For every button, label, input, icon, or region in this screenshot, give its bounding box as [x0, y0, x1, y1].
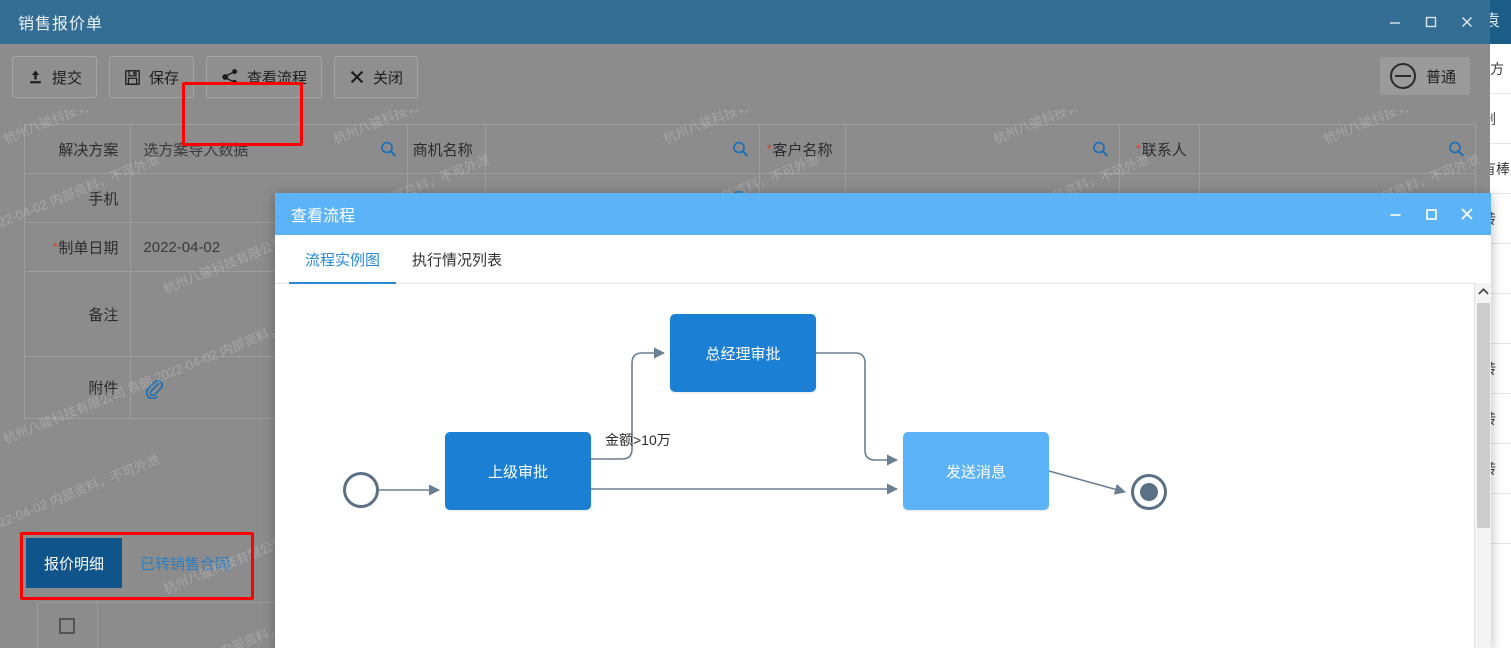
close-x-icon	[349, 69, 365, 85]
form-label-text: 联系人	[1141, 141, 1187, 159]
upload-icon	[27, 69, 44, 86]
flow-edge-label: 金额>10万	[605, 432, 671, 448]
paperclip-icon[interactable]	[143, 377, 165, 399]
flow-node-label: 发送消息	[945, 463, 1006, 481]
submit-button-label: 提交	[52, 69, 83, 87]
background-row	[1480, 494, 1511, 544]
flow-edge	[591, 347, 666, 460]
form-label-客户名称: *客户名称	[759, 125, 846, 174]
tab-quote-detail[interactable]: 报价明细	[26, 538, 123, 588]
form-label-商机名称: 商机名称	[407, 125, 486, 174]
form-label-手机: 手机	[25, 174, 132, 223]
form-label-text: 商机名称	[412, 141, 473, 159]
search-icon[interactable]	[1448, 141, 1465, 158]
form-label-解决方案: 解决方案	[25, 125, 132, 174]
tab-converted-contract-label: 已转销售合同	[140, 555, 231, 573]
flow-end-node-fill	[1138, 481, 1160, 503]
flow-start-node[interactable]	[343, 472, 379, 508]
watermark-text: 杭州八骏科技有限公司 袁朗 2022-04-02 内部资料，不可外泄	[0, 299, 2, 448]
tab-flow-instance-diagram[interactable]: 流程实例图	[289, 235, 397, 284]
detail-tabs: 报价明细 已转销售合同	[26, 538, 248, 588]
save-button-label: 保存	[149, 69, 180, 87]
share-nodes-icon	[221, 68, 239, 86]
flow-edge	[1048, 470, 1127, 495]
close-button-label: 关闭	[373, 69, 404, 87]
view-flow-button[interactable]: 查看流程	[206, 56, 323, 98]
search-icon[interactable]	[732, 141, 749, 158]
form-label-联系人: *联系人	[1119, 125, 1200, 174]
maximize-icon[interactable]	[1415, 199, 1447, 229]
select-all-checkbox[interactable]	[59, 617, 76, 634]
form-row: 解决方案选方案导入数据商机名称*客户名称*联系人	[25, 125, 1476, 174]
flow-node-label: 总经理审批	[705, 345, 781, 363]
required-marker: *	[52, 240, 58, 254]
form-label-附件: 附件	[25, 357, 132, 419]
minimize-icon[interactable]	[1379, 199, 1411, 229]
close-button[interactable]: 关闭	[334, 56, 419, 98]
flow-scrollbar[interactable]	[1474, 283, 1491, 648]
flow-node-n1[interactable]: 上级审批	[445, 432, 591, 510]
flow-edge	[816, 352, 899, 466]
search-icon[interactable]	[380, 141, 397, 158]
main-toolbar: 提交 保存	[0, 44, 1490, 146]
form-label-text: 客户名称	[772, 141, 833, 159]
minimize-icon[interactable]	[1378, 7, 1412, 37]
form-label-text: 附件	[88, 380, 119, 397]
flow-canvas-wrap: 金额>10万 上级审批 总经理审批发送消息	[275, 284, 1491, 648]
form-field[interactable]	[1199, 125, 1476, 174]
background-row	[1480, 294, 1511, 344]
form-field[interactable]	[485, 125, 760, 174]
flow-dialog-window-controls	[1379, 193, 1483, 235]
form-label-text: 备注	[88, 306, 119, 324]
watermark-text: 杭州八骏科技有限公司 袁朗 2022-04-02 内部资料，不可外泄	[0, 110, 2, 148]
view-flow-dialog: 查看流程 流程实例图 执行情况列表 金额>10万 上级审批 总经理审批发送消息	[275, 193, 1491, 648]
form-field[interactable]: 选方案导入数据	[131, 125, 408, 174]
flow-diagram-edges: 金额>10万	[379, 347, 1127, 496]
tab-converted-contract[interactable]: 已转销售合同	[122, 538, 248, 588]
chevron-up-icon[interactable]	[1475, 283, 1491, 300]
form-label-text: 手机	[88, 190, 119, 208]
form-field-value: 选方案导入数据	[143, 141, 249, 159]
close-icon[interactable]	[1450, 7, 1484, 37]
flow-node-label: 上级审批	[487, 463, 548, 481]
form-field[interactable]	[845, 125, 1120, 174]
tab-quote-detail-label: 报价明细	[44, 555, 105, 573]
required-marker: *	[766, 142, 772, 156]
flow-dialog-titlebar: 查看流程	[275, 193, 1491, 235]
form-label-text: 制单日期	[58, 239, 119, 257]
tab-execution-list[interactable]: 执行情况列表	[396, 235, 518, 283]
background-row	[1480, 244, 1511, 294]
form-label-备注: 备注	[25, 272, 132, 357]
flow-dialog-tabs: 流程实例图 执行情况列表	[275, 235, 1491, 284]
main-titlebar: 销售报价单	[0, 0, 1490, 44]
watermark-text: 杭州八骏科技有限公司 袁朗 2022-04-02 内部资料，不可外泄	[0, 599, 2, 648]
search-icon[interactable]	[1092, 141, 1109, 158]
tab-flow-instance-diagram-label: 流程实例图	[305, 251, 381, 269]
flow-node-n3[interactable]: 发送消息	[903, 432, 1049, 510]
flow-end-node[interactable]	[1131, 474, 1167, 510]
save-floppy-icon	[124, 69, 141, 86]
close-icon[interactable]	[1451, 199, 1483, 229]
mode-chip-label: 普通	[1425, 68, 1456, 86]
page-title: 销售报价单	[18, 16, 104, 33]
required-marker: *	[1136, 142, 1141, 156]
tab-execution-list-label: 执行情况列表	[412, 251, 503, 269]
form-label-text: 解决方案	[58, 141, 119, 159]
maximize-icon[interactable]	[1414, 7, 1448, 37]
save-button[interactable]: 保存	[109, 56, 195, 98]
minus-circle-icon	[1389, 63, 1416, 89]
flow-node-n2[interactable]: 总经理审批	[670, 314, 816, 392]
flow-dialog-title: 查看流程	[291, 208, 356, 225]
main-window-controls	[1378, 0, 1484, 44]
form-label-制单日期: *制单日期	[25, 223, 132, 272]
select-all-cell	[38, 603, 98, 648]
submit-button[interactable]: 提交	[12, 56, 98, 98]
mode-chip[interactable]: 普通	[1379, 57, 1470, 95]
flow-scrollbar-thumb[interactable]	[1477, 303, 1490, 528]
form-field-value: 2022-04-02	[143, 238, 221, 256]
view-flow-button-label: 查看流程	[247, 69, 308, 87]
